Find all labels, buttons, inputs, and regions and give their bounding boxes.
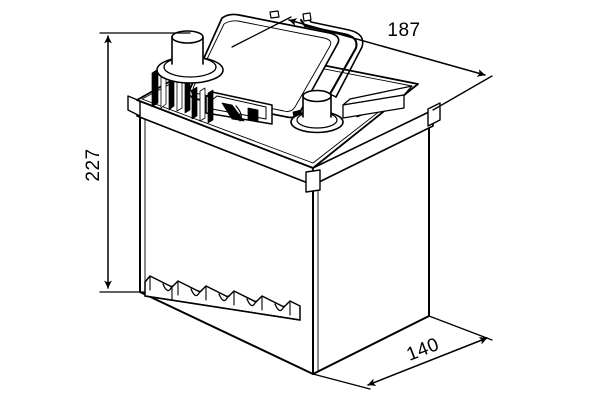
battery-lid-rim <box>127 95 441 193</box>
base-mounting-rail <box>144 275 301 321</box>
dimension-line-width <box>312 315 493 390</box>
dimension-line-length <box>231 16 493 111</box>
lid-rib-detail <box>151 68 191 114</box>
dimension-label-width: 140 <box>404 334 443 366</box>
terminal-post-front-center <box>290 89 344 134</box>
dimension-label-height: 227 <box>83 148 104 181</box>
dimension-label-length: 187 <box>387 20 420 41</box>
dimension-line-height <box>99 32 191 293</box>
lid-right-shelf <box>342 85 413 119</box>
terminal-post-rear-left <box>156 30 224 84</box>
lid-rib-detail-second <box>191 86 214 124</box>
